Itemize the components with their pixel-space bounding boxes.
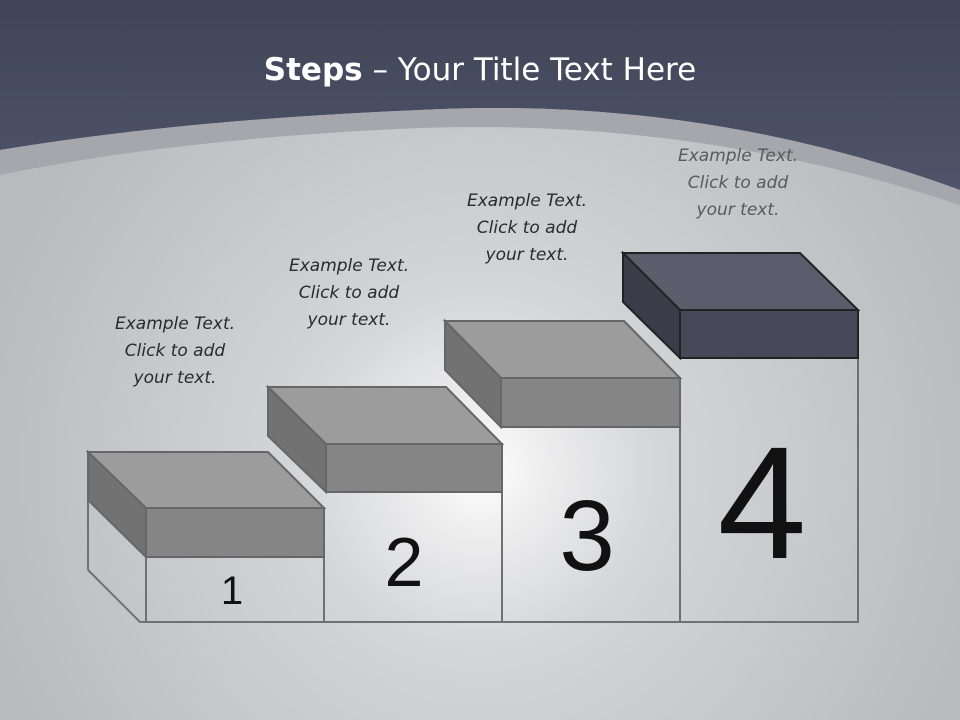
step-number-4: 4 (718, 413, 807, 592)
caption-line: Click to add (687, 173, 789, 193)
header-band (0, 0, 960, 190)
step-block-4 (620, 250, 861, 361)
step-caption-4: Example Text. Click to add your text. (643, 143, 833, 224)
caption-line: your text. (307, 310, 391, 330)
step-block-1 (85, 449, 327, 560)
caption-line: Click to add (476, 218, 578, 238)
step-block-2 (265, 384, 505, 495)
caption-line: your text. (696, 200, 780, 220)
caption-line: Click to add (124, 341, 226, 361)
caption-line: Example Text. (114, 314, 236, 334)
caption-line: Example Text. (466, 191, 588, 211)
step-caption-2: Example Text. Click to add your text. (254, 253, 444, 334)
title-bold: Steps (263, 52, 363, 88)
caption-line: Example Text. (677, 146, 799, 166)
caption-line: Example Text. (288, 256, 410, 276)
header-swoosh (0, 107, 960, 205)
step-caption-3: Example Text. Click to add your text. (432, 188, 622, 269)
title-rest: – Your Title Text Here (362, 52, 697, 88)
caption-line: your text. (485, 245, 569, 265)
step-block-3 (442, 318, 683, 430)
step-number-1: 1 (221, 569, 243, 613)
caption-line: Click to add (298, 283, 400, 303)
step-number-3: 3 (559, 480, 615, 592)
page-title: Steps – Your Title Text Here (0, 52, 960, 88)
step-caption-1: Example Text. Click to add your text. (80, 311, 270, 392)
caption-line: your text. (133, 368, 217, 388)
step-number-2: 2 (385, 523, 424, 601)
